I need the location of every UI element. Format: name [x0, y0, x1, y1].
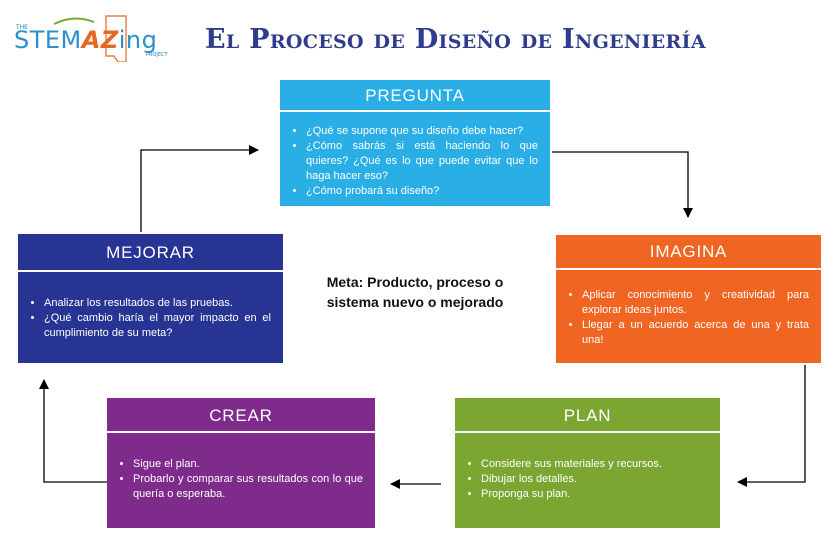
bullet-item: Considere sus materiales y recursos. — [481, 457, 708, 472]
step-header: CREAR — [107, 398, 375, 433]
goal-text: Meta: Producto, proceso o sistema nuevo … — [326, 274, 504, 310]
step-header: MEJORAR — [18, 234, 283, 272]
step-bullets: Sigue el plan. Probarlo y comparar sus r… — [107, 433, 375, 502]
bullet-item: ¿Qué se supone que su diseño debe hacer? — [306, 124, 538, 139]
logo-project: PROJECT — [146, 52, 168, 58]
bullet-item: ¿Cómo sabrás si está haciendo lo que qui… — [306, 139, 538, 184]
step-imagina: IMAGINA Aplicar conocimiento y creativid… — [556, 235, 821, 363]
step-header: PREGUNTA — [280, 80, 550, 112]
step-bullets: Aplicar conocimiento y creatividad para … — [556, 270, 821, 348]
logo-stem: STEM — [14, 26, 82, 54]
step-bullets: Considere sus materiales y recursos. Dib… — [455, 433, 720, 502]
logo-az: AZ — [81, 26, 119, 54]
page-title: El Proceso de Diseño de Ingeniería — [205, 24, 706, 55]
step-header: PLAN — [455, 398, 720, 433]
step-mejorar: MEJORAR Analizar los resultados de las p… — [18, 234, 283, 363]
logo-ing: ing — [118, 26, 158, 54]
arrow-mejorar-to-pregunta — [140, 145, 259, 232]
stemazing-logo: THE STEMAZing PROJECT — [14, 12, 174, 62]
bullet-item: Dibujar los detalles. — [481, 472, 708, 487]
bullet-item: Probarlo y comparar sus resultados con l… — [133, 472, 363, 502]
bullet-item: Aplicar conocimiento y creatividad para … — [582, 288, 809, 318]
bullet-item: Llegar a un acuerdo acerca de una y trat… — [582, 318, 809, 348]
step-pregunta: PREGUNTA ¿Qué se supone que su diseño de… — [280, 80, 550, 206]
step-bullets: Analizar los resultados de las pruebas. … — [18, 272, 283, 341]
bullet-item: Sigue el plan. — [133, 457, 363, 472]
step-plan: PLAN Considere sus materiales y recursos… — [455, 398, 720, 528]
arrow-imagina-to-plan — [737, 365, 806, 487]
bullet-item: ¿Cómo probará su diseño? — [306, 184, 538, 199]
bullet-item: Analizar los resultados de las pruebas. — [44, 296, 271, 311]
bullet-item: Proponga su plan. — [481, 487, 708, 502]
step-header: IMAGINA — [556, 235, 821, 270]
logo-outline-icon — [53, 15, 127, 62]
logo-wordmark: STEMAZing — [14, 26, 157, 54]
step-bullets: ¿Qué se supone que su diseño debe hacer?… — [280, 112, 550, 199]
arrow-crear-to-mejorar — [39, 379, 107, 483]
logo-the: THE — [16, 24, 28, 31]
bullet-item: ¿Qué cambio haría el mayor impacto en el… — [44, 311, 271, 341]
arrow-pregunta-to-imagina — [552, 151, 693, 218]
step-crear: CREAR Sigue el plan. Probarlo y comparar… — [107, 398, 375, 528]
